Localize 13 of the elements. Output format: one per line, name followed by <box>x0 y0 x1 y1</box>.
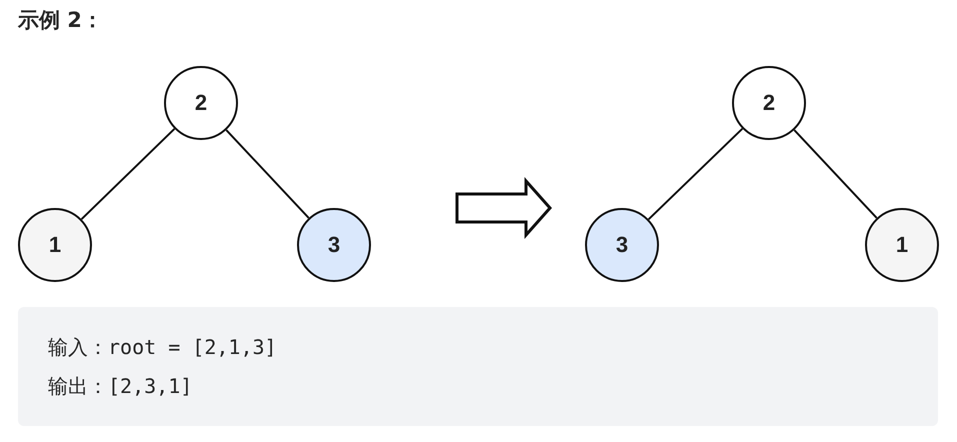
code-line: 输出：[2,3,1] <box>48 373 194 400</box>
tree-node-circle: 1 <box>18 208 92 282</box>
tree-node-circle: 3 <box>297 208 371 282</box>
tree-edge <box>80 128 176 220</box>
tree-edge <box>226 129 310 219</box>
code-line: 输入：root = [2,1,3] <box>48 334 278 361</box>
tree-node-circle: 3 <box>585 208 659 282</box>
tree-edge <box>794 129 878 219</box>
tree-node-circle: 2 <box>732 66 806 140</box>
tree-node-circle: 2 <box>164 66 238 140</box>
tree-edge <box>648 128 744 220</box>
heading: 示例 2： <box>18 7 103 34</box>
tree-node-circle: 1 <box>865 208 939 282</box>
